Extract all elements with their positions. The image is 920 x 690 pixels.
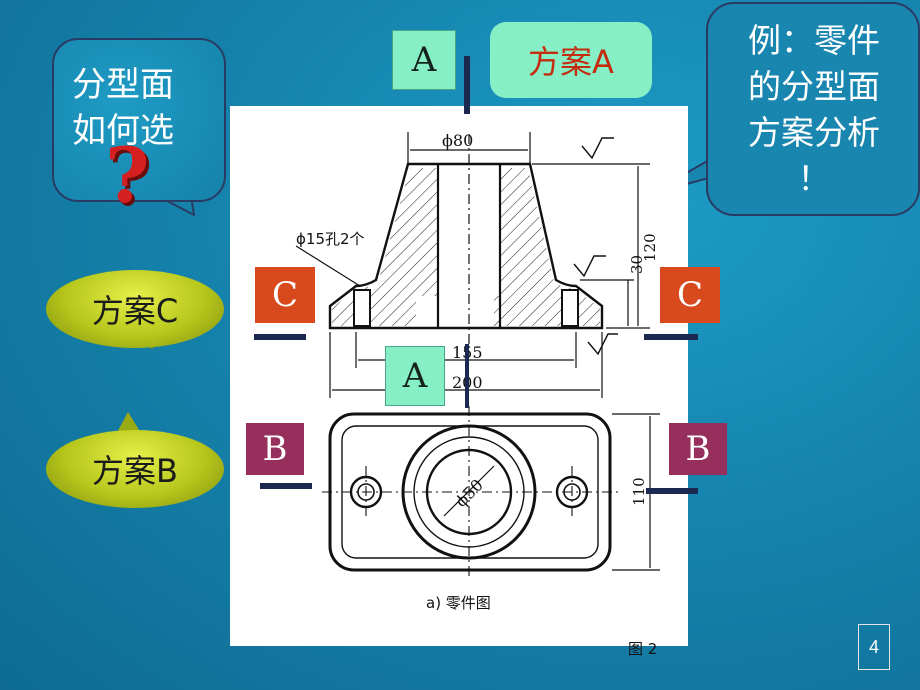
plan-c-oval[interactable]: 方案C xyxy=(46,270,224,348)
label-b-right[interactable]: B xyxy=(669,423,727,475)
parting-line-c-right xyxy=(644,334,698,340)
question-mark-icon: ? xyxy=(105,131,150,220)
bubble-right-line4: ！ xyxy=(797,159,831,198)
parting-line-c-left xyxy=(254,334,306,340)
dim-phi50: ϕ50 xyxy=(451,475,487,511)
dim-120: 120 xyxy=(641,233,659,262)
question-bubble: 分型面 如何选 xyxy=(52,38,226,202)
example-bubble: 例：零件 的分型面 方案分析 ！ xyxy=(706,2,920,216)
parting-line-b-right xyxy=(646,488,698,494)
drawing-caption: a) 零件图 xyxy=(426,594,491,612)
dim-30: 30 xyxy=(628,255,646,274)
plan-a-box[interactable]: 方案A xyxy=(490,22,652,98)
label-a-mid[interactable]: A xyxy=(385,346,445,406)
bubble-right-line2: 的分型面 xyxy=(748,67,880,106)
bubble-right-line3: 方案分析 xyxy=(748,113,880,152)
bubble-left-line2: 如何选 xyxy=(72,111,174,151)
part-drawing: ϕ80 120 30 ϕ15孔2个 155 200 xyxy=(230,106,688,658)
dim-phi80: ϕ80 xyxy=(442,131,473,150)
parting-line-a-mid xyxy=(465,344,469,408)
hole-left xyxy=(353,289,371,327)
label-b-left[interactable]: B xyxy=(246,423,304,475)
hole-note: ϕ15孔2个 xyxy=(296,230,365,248)
hole-right xyxy=(561,289,579,327)
plan-b-oval[interactable]: 方案B xyxy=(46,430,224,508)
hatch-right xyxy=(494,168,600,326)
parting-line-b-left xyxy=(260,483,312,489)
label-a-top[interactable]: A xyxy=(392,30,456,90)
label-c-left[interactable]: C xyxy=(255,267,315,323)
label-c-right[interactable]: C xyxy=(660,267,720,323)
figure-label-partial: 图 2 xyxy=(628,640,657,658)
bubble-right-line1: 例：零件 xyxy=(748,21,880,60)
bubble-left-line1: 分型面 xyxy=(72,65,174,105)
parting-line-a-top xyxy=(464,56,470,114)
hatch-left xyxy=(332,168,438,326)
dim-110: 110 xyxy=(630,477,648,506)
page-number: 4 xyxy=(858,624,890,670)
part-drawing-svg: ϕ80 120 30 ϕ15孔2个 155 200 xyxy=(295,131,660,658)
